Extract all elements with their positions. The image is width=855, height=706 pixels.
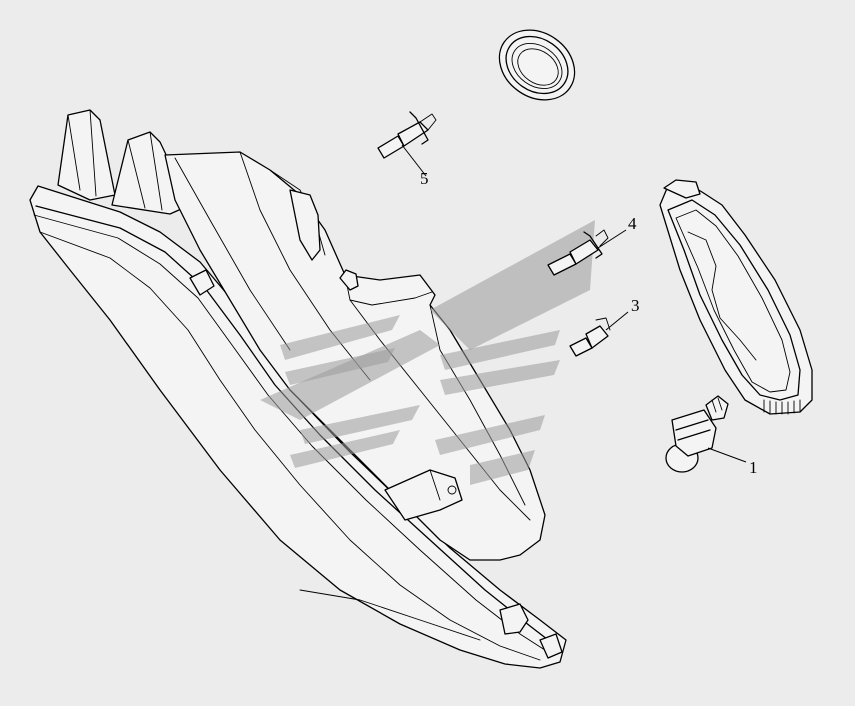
- bulb-part-3: [569, 311, 629, 357]
- gasket-ring: [498, 29, 576, 101]
- callout-label-3: 3: [631, 296, 640, 315]
- callout-label-1: 1: [749, 458, 758, 477]
- watermark-logo: [260, 220, 595, 485]
- bulb-part-5: [377, 111, 437, 177]
- callout-label-5: 5: [420, 169, 429, 188]
- bulb-part-4: [547, 229, 627, 276]
- bulb-part-1: [665, 395, 747, 473]
- callout-label-4: 4: [628, 214, 637, 233]
- lamp-seal-gasket: [659, 179, 813, 415]
